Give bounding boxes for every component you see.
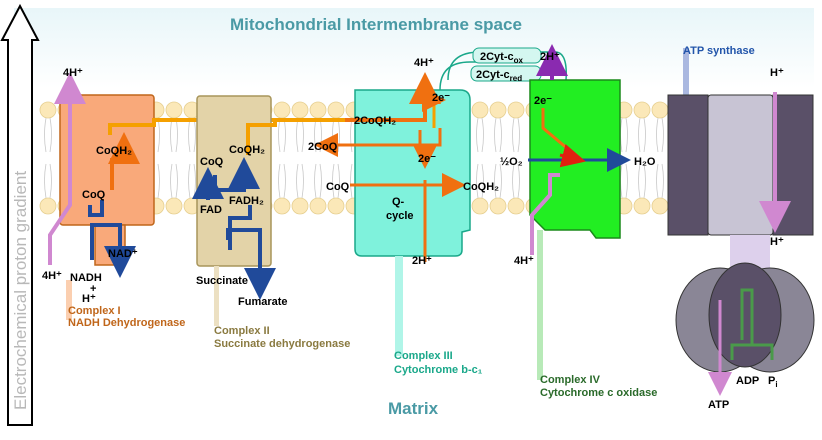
c2-coqh2: CoQH₂ [229,144,265,156]
c2-fadh2: FADH₂ [229,195,264,207]
complex-iii-name: Complex III [394,350,453,362]
matrix-title: Matrix [388,399,439,418]
c3-h-top: 4H⁺ [414,57,434,69]
c3-q: Q- [392,196,405,208]
c4-o2: ½O₂ [500,156,523,168]
gradient-label: Electrochemical proton gradient [11,171,30,410]
c3-h-bottom: 2H⁺ [412,255,432,267]
c1-nad: NAD⁺ [108,248,138,260]
c3-2coqh2: 2CoQH₂ [354,115,396,127]
c4-h2o: H₂O [634,156,656,168]
cyt-c-red: 2Cyt-cred [476,69,522,83]
c1-coq: CoQ [82,189,106,201]
c3-coq: CoQ [326,181,350,193]
c3-e2: 2e⁻ [418,153,436,165]
atp-synthase-name: ATP synthase [683,45,755,57]
c1-coqh2: CoQH₂ [96,145,132,157]
pi-label: Pi [768,375,778,389]
complex-iv-name: Complex IV [540,374,601,386]
complex-iv [528,44,631,380]
complex-i-full: NADH Dehydrogenase [68,317,185,329]
intermembrane-title: Mitochondrial Intermembrane space [230,15,522,34]
c2-succinate: Succinate [196,275,248,287]
c1-h-top: 4H⁺ [63,67,83,79]
complex-iv-full: Cytochrome c oxidase [540,387,657,399]
proton-gradient-arrow: Electrochemical proton gradient [0,3,40,426]
c2-fad: FAD [200,204,222,216]
c1-hplus: H⁺ [82,293,96,305]
complex-iii [314,47,573,356]
atp-label: ATP [708,399,729,411]
atp-h-top: H⁺ [770,67,784,79]
c2-coq: CoQ [200,156,224,168]
c1-h-bottom: 4H⁺ [42,270,62,282]
complex-i-name: Complex I [68,305,121,317]
complex-ii-name: Complex II [214,325,270,337]
c3-cycle: cycle [386,210,414,222]
c2-fumarate: Fumarate [238,296,288,308]
complex-ii-full: Succinate dehydrogenase [214,338,350,350]
cyt-c-ox: 2Cyt-cox [480,51,524,65]
complex-iii-full: Cytochrome b-c₁ [394,364,483,376]
adp-label: ADP [736,375,759,387]
c4-e: 2e⁻ [534,95,552,107]
atp-synthase [667,48,815,396]
c4-h-top: 2H⁺ [540,51,560,63]
c1-nadh: NADH [70,272,102,284]
atp-h-bottom: H⁺ [770,236,784,248]
c4-h-bottom: 4H⁺ [514,255,534,267]
c3-e1: 2e⁻ [432,92,450,104]
complex-ii [192,95,277,326]
complex-i [48,72,345,320]
c1-plus: + [90,283,96,295]
c3-2coq: 2CoQ [308,141,338,153]
c3-coqh2: CoQH₂ [463,181,499,193]
